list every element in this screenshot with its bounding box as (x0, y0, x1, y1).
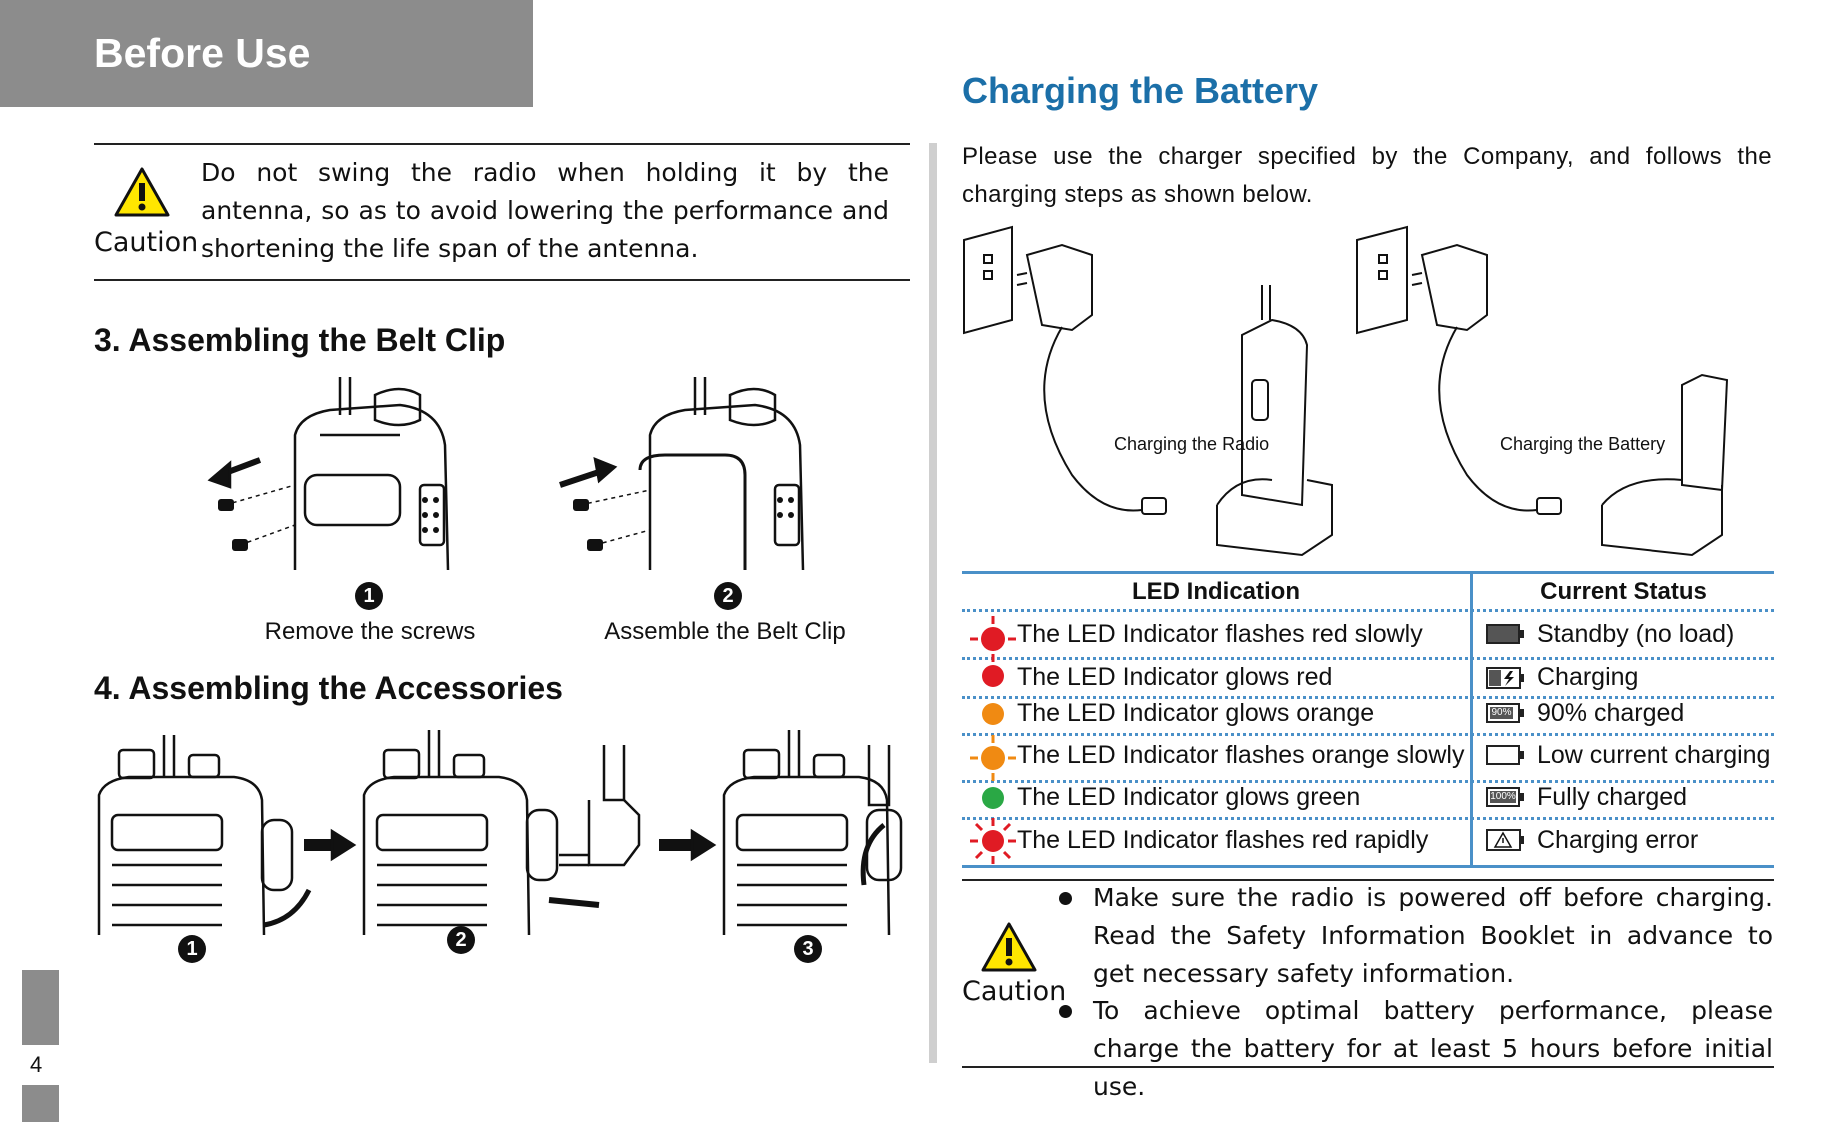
section-title-charging: Charging the Battery (962, 70, 1319, 111)
led-flash-red-icon (970, 616, 1016, 662)
divider (94, 143, 910, 145)
caption-remove-screws: Remove the screws (264, 618, 476, 645)
bullet-icon (1059, 892, 1072, 905)
row-separator (962, 609, 1774, 612)
step-number: 2 (714, 582, 742, 610)
battery-90-label: 90% (1490, 707, 1513, 719)
battery-standby-icon (1486, 624, 1524, 644)
page-edge-marker (22, 1085, 59, 1122)
table-header-status: Current Status (1540, 578, 1707, 605)
row-separator (962, 780, 1774, 783)
current-status: Charging error (1537, 826, 1699, 854)
led-solid-orange-icon (982, 703, 1004, 725)
step-number: 1 (355, 582, 383, 610)
battery-full-icon: 100% (1486, 787, 1524, 807)
led-indication: The LED Indicator flashes red slowly (1017, 620, 1423, 648)
led-indication: The LED Indicator flashes red rapidly (1017, 826, 1429, 854)
led-solid-green-icon (982, 787, 1004, 809)
led-indication: The LED Indicator glows red (1017, 663, 1333, 691)
row-separator (962, 696, 1774, 699)
caution-text: Do not swing the radio when holding it b… (201, 158, 889, 263)
led-burst-red-icon (970, 818, 1016, 864)
current-status: Fully charged (1537, 783, 1688, 811)
caption-assemble-belt-clip: Assemble the Belt Clip (604, 618, 846, 645)
divider (962, 879, 1774, 881)
table-top-border (962, 571, 1774, 574)
page-edge-marker (22, 970, 59, 1045)
table-bottom-border (962, 865, 1774, 868)
table-column-divider (1470, 571, 1473, 868)
current-status: 90% charged (1537, 699, 1685, 727)
battery-charging-icon (1486, 667, 1524, 689)
divider (94, 279, 910, 281)
battery-error-icon (1486, 829, 1524, 851)
divider (962, 1066, 1774, 1068)
figure-label-radio: Charging the Radio (1114, 434, 1270, 454)
current-status: Standby (no load) (1537, 620, 1735, 648)
column-divider (929, 143, 937, 1063)
row-separator (962, 733, 1774, 736)
row-separator (962, 657, 1774, 660)
accessories-illustration (97, 730, 903, 936)
warning-icon (981, 922, 1037, 972)
battery-full-label: 100% (1490, 791, 1516, 803)
led-solid-red-icon (982, 665, 1004, 687)
page-number: 4 (30, 1052, 43, 1077)
led-indication: The LED Indicator flashes orange slowly (1017, 741, 1465, 769)
warning-icon (114, 167, 170, 217)
caution-bullet: Make sure the radio is powered off befor… (1093, 883, 1773, 988)
led-indication: The LED Indicator glows orange (1017, 699, 1375, 727)
step-number: 2 (447, 926, 475, 954)
figure-label-battery: Charging the Battery (1500, 434, 1666, 454)
row-separator (962, 817, 1774, 820)
table-header-led: LED Indication (1132, 578, 1300, 605)
caution-label: Caution (94, 227, 199, 258)
caution-label: Caution (962, 976, 1067, 1007)
charging-illustration (963, 225, 1729, 557)
header-tab (0, 0, 533, 107)
current-status: Low current charging (1537, 741, 1771, 769)
led-indication: The LED Indicator glows green (1017, 783, 1361, 811)
bullet-icon (1059, 1005, 1072, 1018)
header-title: Before Use (94, 30, 311, 76)
section-title-belt-clip: 3. Assembling the Belt Clip (94, 322, 506, 358)
charging-intro: Please use the charger specified by the … (962, 143, 1772, 208)
current-status: Charging (1537, 663, 1639, 691)
belt-clip-assemble-illustration (559, 377, 805, 571)
caution-bullet: To achieve optimal battery performance, … (1093, 996, 1773, 1101)
battery-90-icon: 90% (1486, 703, 1524, 723)
led-flash-orange-icon (970, 735, 1016, 781)
belt-clip-remove-illustration (207, 377, 450, 571)
section-title-accessories: 4. Assembling the Accessories (94, 670, 563, 706)
step-number: 1 (178, 935, 206, 963)
battery-low-current-icon (1486, 745, 1524, 765)
step-number: 3 (794, 935, 822, 963)
